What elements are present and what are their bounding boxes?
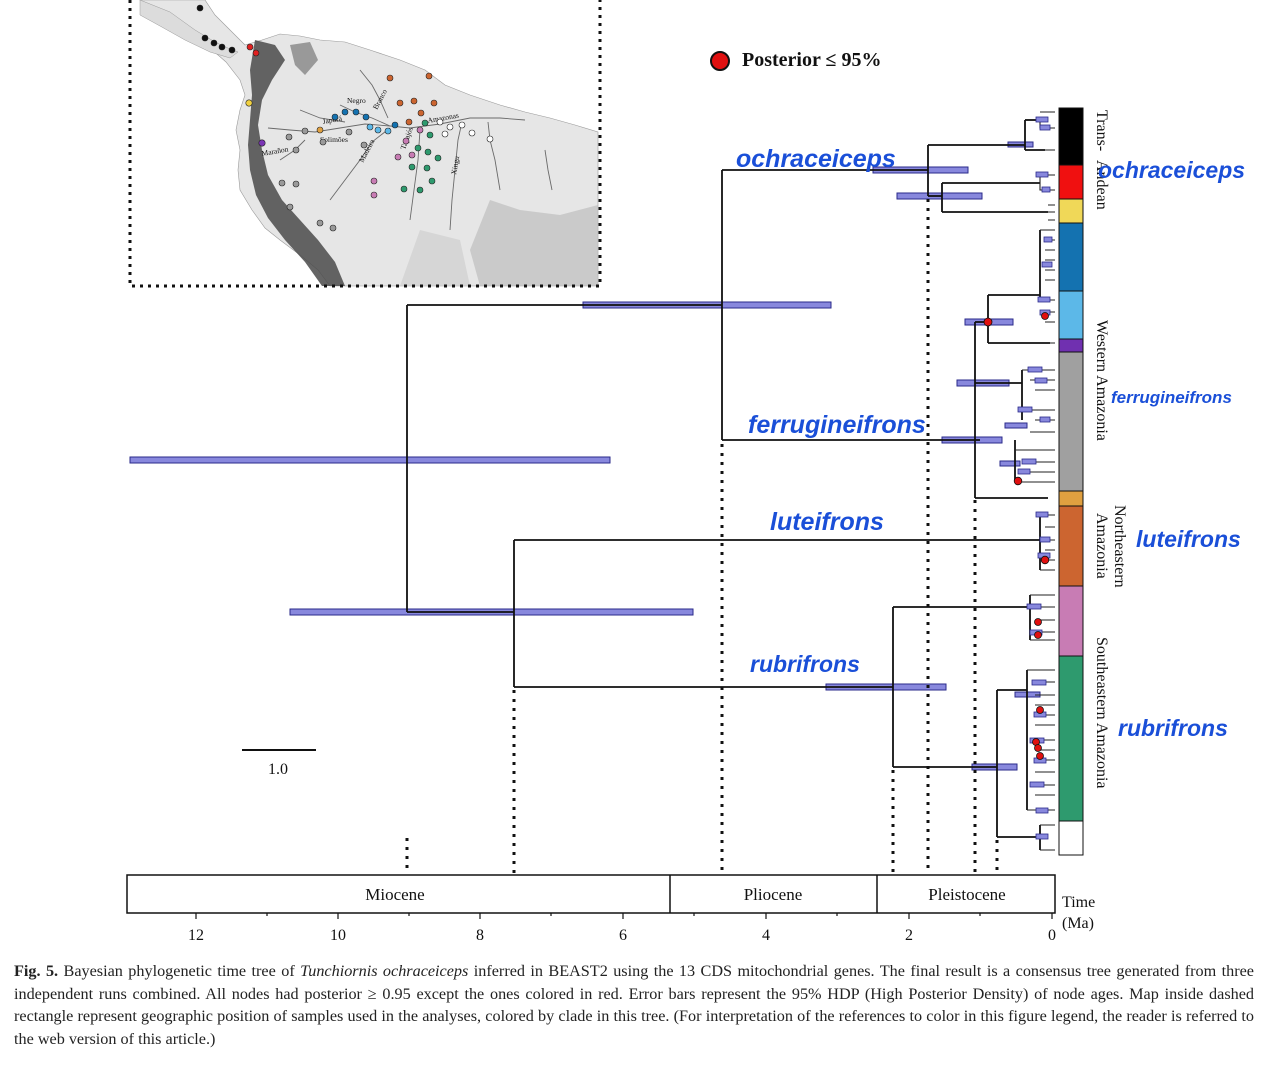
region-northeastern-1: Northeastern xyxy=(1111,505,1128,588)
time-axis-title-1: Time xyxy=(1062,894,1095,911)
posterior-legend-label: Posterior ≤ 95% xyxy=(742,49,881,71)
region-trans-andean-2: Andean xyxy=(1093,160,1110,210)
epoch-miocene: Miocene xyxy=(365,885,424,904)
tick-4: 4 xyxy=(762,927,770,944)
tree-label-rubrifrons: rubrifrons xyxy=(750,651,860,677)
map-inset: Negro Branco Japurá Solimões Marañon Mad… xyxy=(128,0,602,288)
caption-species: Tunchiornis ochraceiceps xyxy=(300,962,469,980)
tree-label-luteifrons: luteifrons xyxy=(770,508,884,536)
region-labels: Trans- Andean Western Amazonia Northeast… xyxy=(1093,110,1128,789)
figure-caption: Fig. 5. Bayesian phylogenetic time tree … xyxy=(14,960,1254,1050)
tree-label-ochraceiceps: ochraceiceps xyxy=(736,145,896,173)
right-label-rubrifrons: rubrifrons xyxy=(1118,715,1228,741)
right-label-ferrugineifrons: ferrugineifrons xyxy=(1111,388,1232,407)
posterior-legend: Posterior ≤ 95% xyxy=(710,49,881,71)
right-clade-labels: ochraceiceps ferrugineifrons luteifrons … xyxy=(1098,157,1245,741)
small-hpd-bars xyxy=(1017,116,1053,840)
right-label-ochraceiceps: ochraceiceps xyxy=(1098,157,1245,183)
region-southeastern: Southeastern Amazonia xyxy=(1093,637,1110,789)
map-label-xingu: Xingu xyxy=(449,155,461,175)
low-posterior-nodes xyxy=(983,312,1050,760)
map-dashed-frame xyxy=(128,0,602,288)
map-label-negro: Negro xyxy=(347,96,366,105)
region-western: Western Amazonia xyxy=(1093,320,1110,441)
andes-relief xyxy=(248,40,345,286)
epoch-pliocene: Pliocene xyxy=(744,885,803,904)
epoch-box xyxy=(126,874,1056,914)
map-label-solimoes: Solimões xyxy=(320,135,348,144)
posterior-marker-icon xyxy=(710,51,730,71)
clade-color-bar xyxy=(1058,107,1084,856)
map-rivers xyxy=(267,69,553,231)
caption-label: Fig. 5. xyxy=(14,962,59,980)
region-northeastern-2: Amazonia xyxy=(1093,513,1110,579)
map-sample-points xyxy=(196,4,494,232)
caption-text-2: inferred in BEAST2 using the 13 CDS mito… xyxy=(14,962,1254,1048)
tick-10: 10 xyxy=(330,927,346,944)
epoch-pleistocene: Pleistocene xyxy=(928,885,1005,904)
scale-bar-label: 1.0 xyxy=(268,761,288,778)
region-trans-andean-1: Trans- xyxy=(1093,110,1110,151)
tree-clade-labels: ochraceiceps ferrugineifrons luteifrons … xyxy=(736,145,926,677)
tree-branches xyxy=(406,119,1050,850)
time-axis-title-2: (Ma) xyxy=(1062,915,1094,932)
tick-2: 2 xyxy=(905,927,913,944)
time-axis: Miocene Pliocene Pleistocene 12 10 8 6 4… xyxy=(126,874,1095,944)
epoch-dotted-guides xyxy=(405,199,999,874)
tick-8: 8 xyxy=(476,927,484,944)
caption-text-1: Bayesian phylogenetic time tree of xyxy=(58,962,301,980)
scale-bar: 1.0 xyxy=(242,749,316,778)
right-label-luteifrons: luteifrons xyxy=(1136,526,1241,552)
tree-label-ferrugineifrons: ferrugineifrons xyxy=(748,411,926,439)
tick-12: 12 xyxy=(188,927,204,944)
tick-0: 0 xyxy=(1048,927,1056,944)
tick-6: 6 xyxy=(619,927,627,944)
